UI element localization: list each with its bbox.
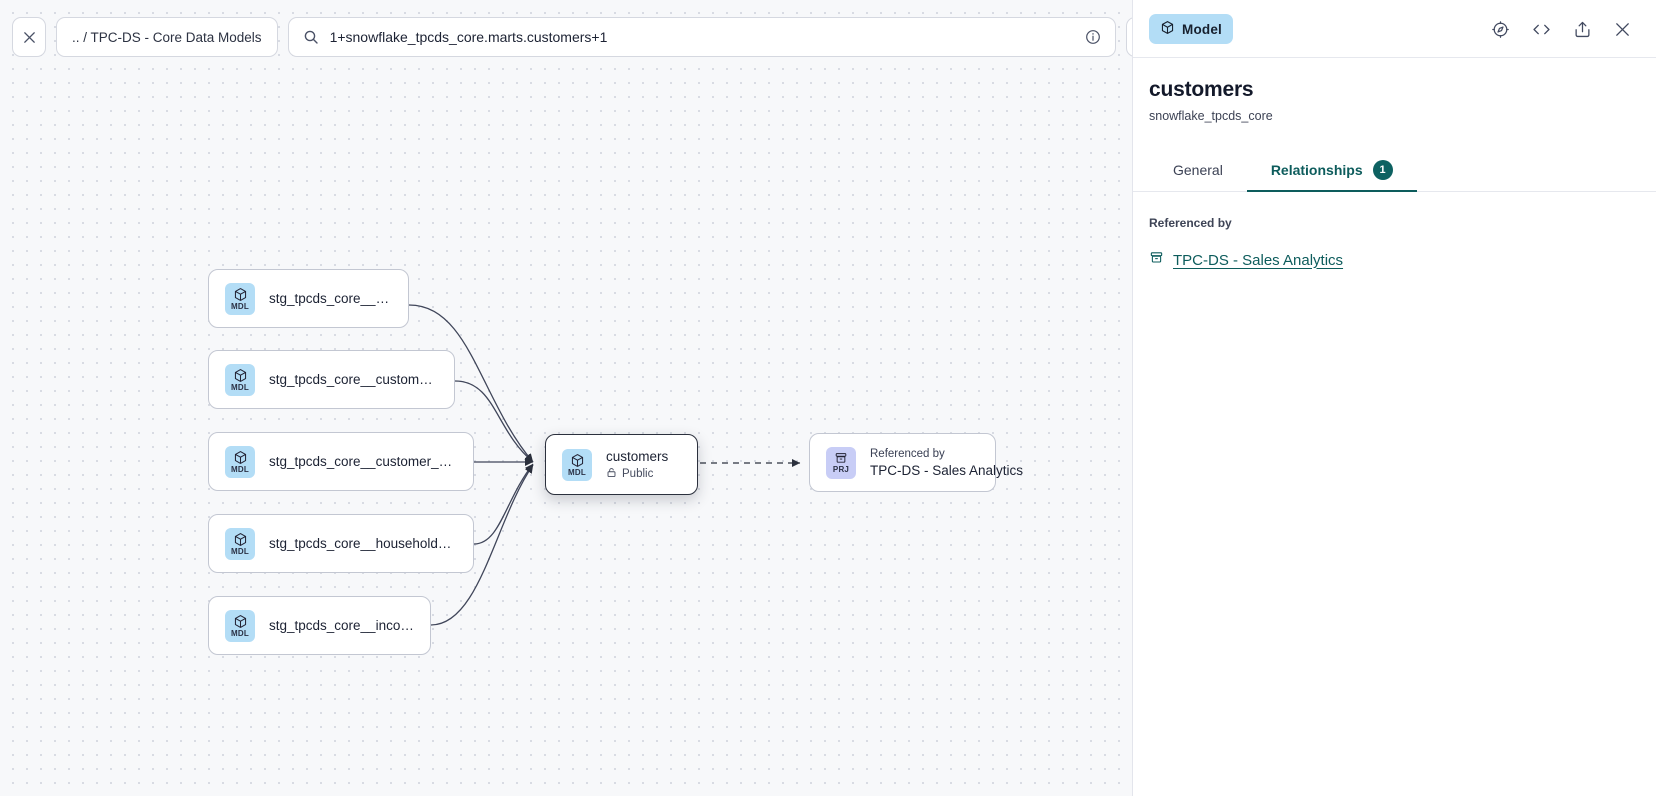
badge-text: MDL [231, 548, 249, 556]
lineage-node-project[interactable]: PRJ Referenced by TPC-DS - Sales Analyti… [809, 433, 996, 492]
tab-general[interactable]: General [1149, 151, 1247, 191]
section-label-referenced-by: Referenced by [1149, 216, 1640, 230]
node-label: stg_tpcds_core__customer_address [269, 372, 438, 387]
model-badge: MDL [225, 528, 255, 560]
lineage-search-input[interactable]: 1+snowflake_tpcds_core.marts.customers+1 [288, 17, 1116, 57]
refresh-button[interactable] [1126, 17, 1132, 57]
lineage-node-upstream[interactable]: MDL stg_tpcds_core__customer_demogra… [208, 432, 474, 491]
node-label: stg_tpcds_core__customer_demogra… [269, 454, 457, 469]
list-item[interactable]: TPC-DS - Sales Analytics [1149, 250, 1640, 270]
close-icon [22, 30, 37, 45]
model-badge: MDL [225, 283, 255, 315]
details-panel-title-block: customers snowflake_tpcds_core [1133, 58, 1656, 123]
asset-type-label: Model [1182, 22, 1222, 37]
node-kicker: Referenced by [870, 448, 979, 460]
tab-label: Relationships [1271, 162, 1363, 178]
lineage-node-upstream[interactable]: MDL stg_tpcds_core__household_demogr… [208, 514, 474, 573]
close-lineage-button[interactable] [12, 17, 46, 57]
asset-type-chip: Model [1149, 14, 1233, 44]
tab-relationships[interactable]: Relationships 1 [1247, 151, 1417, 191]
badge-text: MDL [568, 469, 586, 477]
page-subtitle: snowflake_tpcds_core [1149, 109, 1632, 123]
badge-text: MDL [231, 303, 249, 311]
model-badge: MDL [225, 446, 255, 478]
close-panel-icon[interactable] [1613, 20, 1632, 39]
details-tabs: General Relationships 1 [1133, 151, 1656, 192]
model-badge: MDL [225, 364, 255, 396]
info-circle-icon[interactable] [1085, 29, 1101, 45]
node-visibility: Public [606, 467, 668, 481]
node-visibility-label: Public [622, 468, 653, 480]
relationships-content: Referenced by TPC-DS - Sales Analytics [1133, 192, 1656, 270]
node-title: customers [606, 449, 668, 464]
node-label: stg_tpcds_core__income_band [269, 618, 414, 633]
node-label: stg_tpcds_core__customer [269, 291, 392, 306]
breadcrumb[interactable]: .. / TPC-DS - Core Data Models [56, 17, 278, 57]
tab-count-badge: 1 [1373, 160, 1393, 180]
lineage-node-upstream[interactable]: MDL stg_tpcds_core__customer_address [208, 350, 455, 409]
code-icon[interactable] [1531, 19, 1552, 40]
node-label: stg_tpcds_core__household_demogr… [269, 536, 457, 551]
node-title: TPC-DS - Sales Analytics [870, 463, 979, 478]
node-text-stack: Referenced by TPC-DS - Sales Analytics [870, 448, 979, 478]
lineage-node-upstream[interactable]: MDL stg_tpcds_core__income_band [208, 596, 431, 655]
breadcrumb-label: .. / TPC-DS - Core Data Models [72, 30, 262, 45]
cube-icon [1160, 20, 1175, 38]
panel-action-bar [1491, 19, 1632, 40]
compass-icon[interactable] [1491, 20, 1510, 39]
badge-text: MDL [231, 466, 249, 474]
badge-text: MDL [231, 384, 249, 392]
page-title: customers [1149, 78, 1632, 102]
badge-text: PRJ [833, 466, 849, 474]
project-badge: PRJ [826, 447, 856, 479]
badge-text: MDL [231, 630, 249, 638]
lock-icon [606, 467, 617, 481]
share-icon[interactable] [1573, 20, 1592, 39]
lineage-node-selected[interactable]: MDL customers Public [545, 434, 698, 495]
search-icon [303, 29, 319, 45]
lineage-node-upstream[interactable]: MDL stg_tpcds_core__customer [208, 269, 409, 328]
lineage-canvas[interactable]: .. / TPC-DS - Core Data Models 1+snowfla… [0, 0, 1132, 796]
tab-label: General [1173, 162, 1223, 178]
node-text-stack: customers Public [606, 449, 668, 481]
canvas-toolbar: .. / TPC-DS - Core Data Models 1+snowfla… [12, 17, 1132, 57]
details-panel: Model customers snowflake_tpcds_core [1132, 0, 1656, 796]
lineage-nodes: MDL stg_tpcds_core__customer MDL stg_tpc… [0, 0, 1132, 796]
model-badge: MDL [562, 449, 592, 481]
reference-link[interactable]: TPC-DS - Sales Analytics [1173, 252, 1343, 269]
search-query-value: 1+snowflake_tpcds_core.marts.customers+1 [330, 29, 1074, 45]
model-badge: MDL [225, 610, 255, 642]
details-panel-header: Model [1133, 0, 1656, 58]
project-icon [1149, 250, 1164, 270]
